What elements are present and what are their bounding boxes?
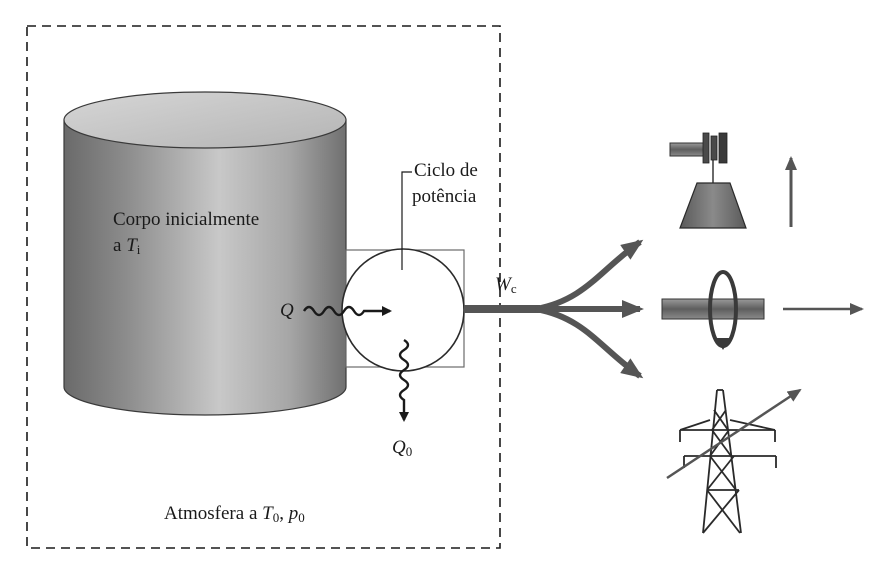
body-temp-symbol: T — [126, 235, 137, 256]
atmosphere-separator: , — [279, 503, 289, 524]
body-temp-subscript: i — [136, 242, 141, 257]
heat-out-symbol: Q — [392, 437, 406, 458]
cycle-label-line1: Ciclo de — [414, 160, 478, 181]
raised-weight-icon — [669, 132, 797, 229]
work-subscript: c — [510, 281, 517, 296]
heat-in-arrow — [302, 305, 392, 317]
cylinder-body — [63, 91, 347, 416]
body-label-line2: a Ti — [113, 235, 140, 261]
atmosphere-temp-subscript: 0 — [272, 510, 280, 525]
atmosphere-temp-symbol: T — [262, 503, 273, 524]
body-label-prefix: a — [113, 235, 127, 256]
heat-out-subscript: 0 — [405, 444, 413, 459]
heat-out-arrow — [398, 338, 410, 422]
work-output-arrows — [464, 239, 644, 379]
cycle-leader-line — [401, 171, 412, 270]
heat-in-symbol: Q — [280, 300, 294, 321]
power-cycle-circle — [341, 248, 465, 372]
cycle-label-line2: potência — [412, 186, 477, 207]
rotating-shaft-icon — [661, 270, 864, 350]
heat-out-label: Q0 — [392, 437, 412, 463]
atmosphere-pressure-symbol: p — [288, 503, 299, 524]
heat-in-label: Q — [280, 300, 294, 322]
work-label: Wc — [495, 274, 517, 300]
body-label-line1: Corpo inicialmente — [113, 209, 260, 230]
work-symbol: W — [495, 274, 511, 295]
atmosphere-label: Atmosfera a T0, p0 — [164, 503, 305, 529]
system-boundary — [26, 25, 501, 549]
power-tower-icon — [666, 388, 802, 534]
atmosphere-prefix: Atmosfera a — [164, 503, 263, 524]
atmosphere-pressure-subscript: 0 — [298, 510, 305, 525]
